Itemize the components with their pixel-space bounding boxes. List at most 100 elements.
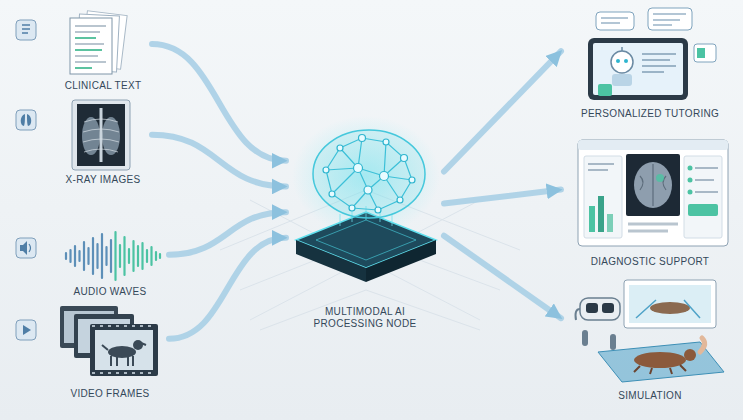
diagnostic-dashboard <box>634 162 672 208</box>
tutoring-tablet <box>612 74 632 86</box>
input-type-icon <box>22 25 30 33</box>
simulation-scene <box>634 352 686 368</box>
xray-image <box>77 104 125 166</box>
diagnostic-dashboard <box>684 156 722 238</box>
label-group: AUDIO WAVES <box>51 286 169 298</box>
tutoring-tablet <box>694 44 716 62</box>
tutoring-tablet <box>642 54 676 72</box>
neural-brain <box>375 207 381 213</box>
simulation-scene <box>582 330 588 346</box>
neural-brain <box>401 155 408 162</box>
neural-brain <box>359 135 366 142</box>
label-group: X-RAY IMAGES <box>54 174 152 186</box>
xray-image <box>72 100 130 170</box>
diagnostic-dashboard <box>688 204 718 216</box>
node-label: PERSONALIZED TUTORING <box>579 108 721 120</box>
video-frames <box>102 345 133 366</box>
ai-chip <box>316 220 416 260</box>
flow-arrow <box>169 212 286 255</box>
input-type-icon <box>16 320 36 340</box>
tutoring-tablet <box>601 18 628 23</box>
label-group: DIAGNOSTIC SUPPORT <box>561 256 739 268</box>
document-stack <box>75 26 106 62</box>
simulation-scene <box>586 303 598 313</box>
neural-brain <box>323 135 415 214</box>
input-node: CLINICAL TEXT <box>54 8 152 94</box>
input-type-icon <box>16 238 36 258</box>
neural-brain <box>397 197 403 203</box>
diagnostic-dashboard <box>688 190 693 195</box>
input-type-icon <box>23 325 31 335</box>
document-stack <box>75 38 102 68</box>
audio-waveform <box>66 234 111 278</box>
output-node: SIMULATION <box>561 272 739 404</box>
diagnostic-dashboard <box>584 156 622 238</box>
diagnostic-dashboard <box>688 178 693 183</box>
diagnostic-dashboard <box>695 179 714 181</box>
neural-brain <box>364 186 372 194</box>
tutoring-tablet <box>611 51 633 73</box>
simulation-scene <box>700 338 705 352</box>
neural-brain <box>313 130 425 218</box>
tutoring-tablet <box>648 8 692 30</box>
diagnostic-dashboard <box>607 214 613 232</box>
video-frames <box>133 340 143 350</box>
flow-arrow <box>444 236 561 319</box>
document-stack <box>70 11 127 74</box>
input-type-icon <box>16 20 36 40</box>
neural-brain <box>354 164 363 173</box>
diagnostic-dashboard <box>628 224 678 231</box>
simulation-scene <box>624 280 716 328</box>
flow-arrow <box>444 51 561 171</box>
diagnostic-dashboard <box>688 166 693 171</box>
document-stack <box>70 18 112 74</box>
flow-arrow <box>444 190 561 204</box>
simulation-scene <box>636 300 700 318</box>
processing-node: MULTIMODAL AI PROCESSING NODE <box>286 118 444 332</box>
ai-chip <box>292 116 440 282</box>
neural-brain <box>313 130 425 218</box>
diagnostic-dashboard <box>656 174 664 182</box>
input-node: VIDEO FRAMES <box>51 300 169 402</box>
node-label: VIDEO FRAMES <box>68 388 151 400</box>
neural-brain <box>323 167 329 173</box>
tutoring-tablet <box>588 8 716 100</box>
diagnostic-dashboard <box>640 164 666 206</box>
input-node: X-RAY IMAGES <box>54 96 152 188</box>
tutoring-tablet <box>593 43 683 95</box>
flow-arrow <box>152 135 286 187</box>
output-node: DIAGNOSTIC SUPPORT <box>561 136 739 270</box>
xray-image <box>72 100 130 170</box>
tutoring-tablet <box>598 84 612 96</box>
tutoring-tablet <box>596 12 634 30</box>
diagnostic-dashboard <box>578 140 728 246</box>
tutoring-tablet <box>621 47 623 51</box>
simulation-scene <box>580 298 620 320</box>
diagnostic-dashboard <box>626 154 680 216</box>
simulation-scene <box>610 334 616 350</box>
output-node: PERSONALIZED TUTORING <box>561 4 739 122</box>
xray-image <box>100 108 103 162</box>
tutoring-tablet <box>697 48 705 58</box>
audio-waveform <box>66 232 160 280</box>
video-frames <box>108 346 136 358</box>
tutoring-tablet <box>624 59 628 63</box>
input-type-icon <box>21 114 32 126</box>
label-group: MULTIMODAL AI PROCESSING NODE <box>286 306 444 330</box>
input-node: AUDIO WAVES <box>51 222 169 300</box>
diagnostic-dashboard <box>578 140 728 150</box>
input-type-icon <box>16 20 36 340</box>
input-type-icon <box>29 244 31 252</box>
video-frames <box>92 326 151 373</box>
ai-chip <box>292 116 440 236</box>
flow-arrow <box>152 44 286 161</box>
video-frames <box>141 343 146 345</box>
diagnostic-dashboard <box>589 206 595 232</box>
neural-brain <box>380 172 389 181</box>
label-group: VIDEO FRAMES <box>51 388 169 400</box>
flow-arrow <box>169 238 286 339</box>
xray-image <box>83 119 119 152</box>
simulation-scene <box>576 280 725 382</box>
neural-brain <box>329 191 335 197</box>
node-label: SIMULATION <box>616 390 683 402</box>
